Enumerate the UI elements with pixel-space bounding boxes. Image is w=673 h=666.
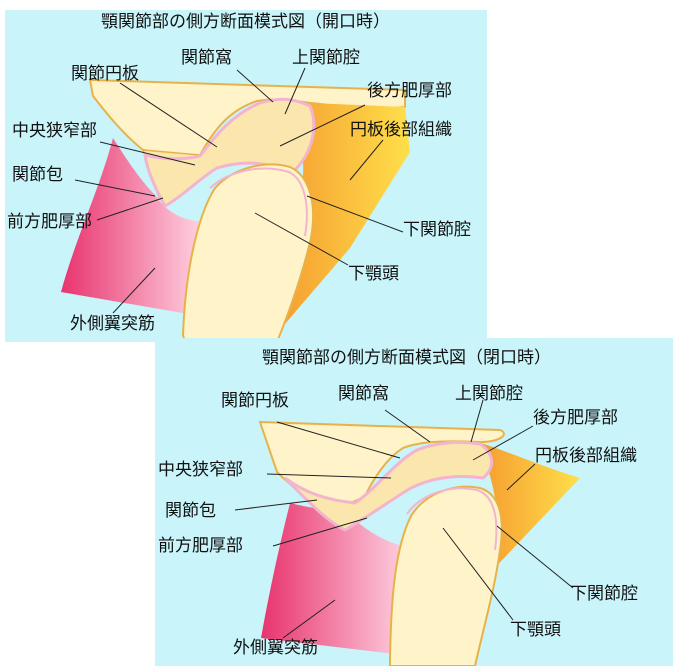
diagram-title: 顎関節部の側方断面模式図（開口時） — [101, 14, 390, 31]
label-joint-capsule: 関節包 — [12, 167, 63, 184]
label-articular-fossa: 関節窩 — [338, 386, 389, 403]
label-articular-disc: 関節円板 — [71, 66, 139, 83]
label-anterior-band: 前方肥厚部 — [7, 214, 92, 231]
label-posterior-band: 後方肥厚部 — [533, 410, 618, 427]
label-retrodiscal-tissue: 円板後部組織 — [535, 448, 637, 465]
diagram-closed-mouth: 顎関節部の側方断面模式図（閉口時） 関節円板 関節窩 上関節腔 後方肥厚部 円板… — [155, 338, 673, 666]
label-intermediate-zone: 中央狭窄部 — [158, 462, 243, 479]
label-retrodiscal-tissue: 円板後部組織 — [350, 122, 452, 139]
label-lateral-pterygoid: 外側翼突筋 — [233, 640, 318, 657]
label-articular-disc: 関節円板 — [221, 393, 289, 410]
diagram-open-mouth: 顎関節部の側方断面模式図（開口時） 関節円板 関節窩 上関節腔 後方肥厚部 円板… — [5, 10, 487, 342]
label-mandibular-condyle: 下顎頭 — [510, 622, 561, 639]
label-anterior-band: 前方肥厚部 — [158, 538, 243, 555]
label-lower-joint-cavity: 下関節腔 — [403, 222, 471, 239]
label-lower-joint-cavity: 下関節腔 — [570, 586, 638, 603]
label-lateral-pterygoid: 外側翼突筋 — [70, 316, 155, 333]
diagram-title: 顎関節部の側方断面模式図（閉口時） — [262, 350, 551, 367]
label-mandibular-condyle: 下顎頭 — [348, 266, 399, 283]
label-intermediate-zone: 中央狭窄部 — [12, 123, 97, 140]
label-joint-capsule: 関節包 — [165, 503, 216, 520]
label-posterior-band: 後方肥厚部 — [367, 83, 452, 100]
diagram-open-illustration — [5, 10, 487, 342]
diagram-closed-illustration — [155, 338, 673, 666]
label-upper-joint-cavity: 上関節腔 — [292, 50, 360, 67]
label-upper-joint-cavity: 上関節腔 — [455, 386, 523, 403]
label-articular-fossa: 関節窩 — [181, 50, 232, 67]
